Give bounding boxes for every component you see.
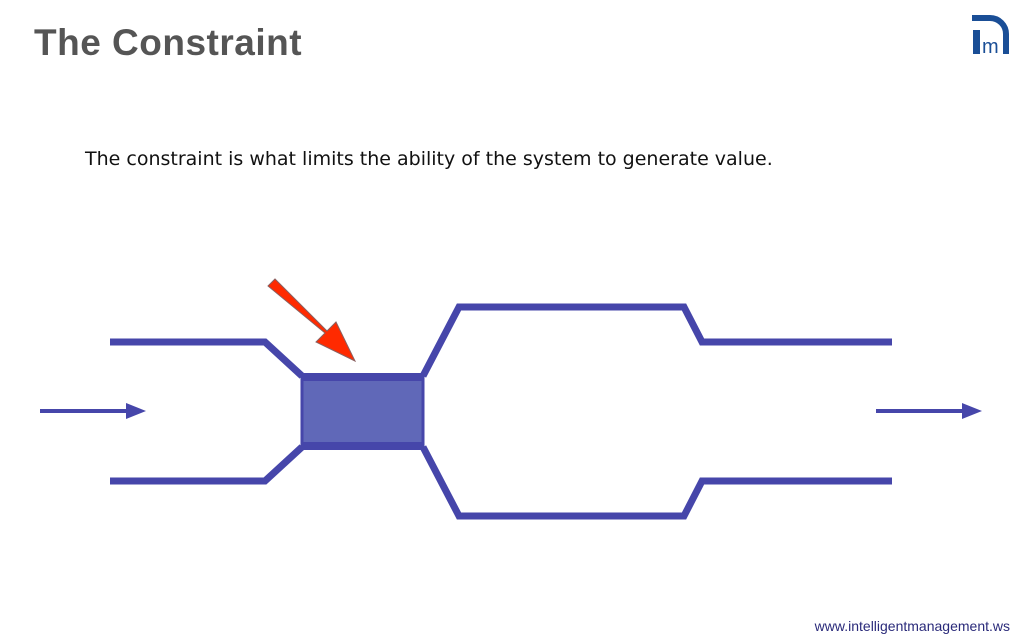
subtitle-text: The constraint is what limits the abilit… bbox=[85, 148, 773, 170]
footer-url: www.intelligentmanagement.ws bbox=[814, 618, 1010, 634]
output-arrow-icon bbox=[876, 403, 982, 419]
svg-text:m: m bbox=[982, 36, 999, 56]
pipe-bottom-left bbox=[110, 444, 305, 485]
pipe-bottom-right bbox=[419, 445, 892, 520]
constraint-box bbox=[300, 375, 425, 448]
pipe-top-right bbox=[419, 303, 892, 378]
page-title: The Constraint bbox=[34, 22, 303, 63]
input-arrow-icon bbox=[40, 403, 146, 419]
company-logo: m bbox=[972, 15, 1009, 56]
pipe-top-left bbox=[110, 338, 305, 379]
constraint-pointer-arrow-icon bbox=[267, 278, 357, 363]
